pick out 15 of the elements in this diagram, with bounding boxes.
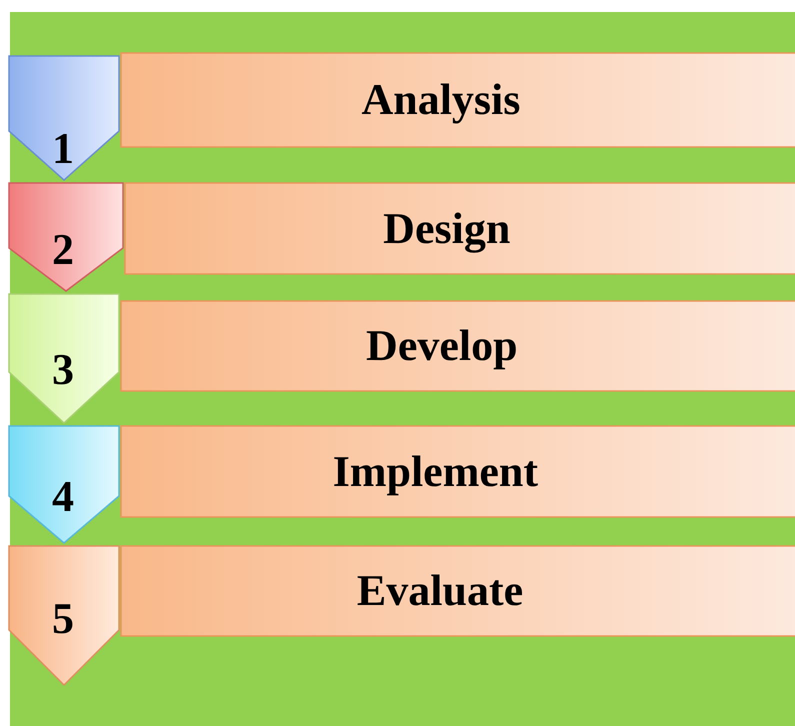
step-number: 2: [52, 228, 74, 272]
step-number: 3: [52, 348, 74, 392]
step-label: Develop: [366, 324, 518, 368]
step-marker: [8, 293, 120, 424]
step-marker: [8, 545, 120, 686]
step-number: 4: [52, 475, 74, 519]
step-marker: [8, 55, 120, 181]
step-label: Analysis: [361, 78, 520, 122]
step-label: Design: [383, 207, 510, 251]
step-label: Implement: [332, 450, 538, 494]
step-number: 5: [52, 597, 74, 641]
step-marker: [8, 425, 120, 544]
step-number: 1: [52, 127, 74, 171]
step-marker: [8, 182, 124, 292]
step-label: Evaluate: [356, 569, 524, 613]
